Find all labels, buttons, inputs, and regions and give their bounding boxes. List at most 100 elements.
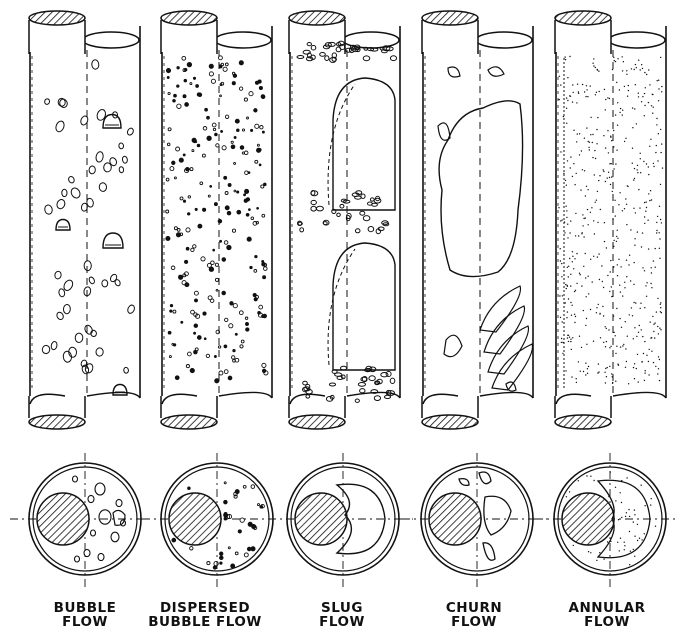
droplet	[656, 230, 657, 231]
section-dispersed-bubble	[214, 561, 218, 565]
droplet	[579, 273, 580, 274]
dispersed-bubble	[198, 224, 202, 228]
taylor-bubble-hidden-edge	[328, 84, 355, 205]
droplet	[588, 276, 589, 277]
droplet	[601, 265, 602, 266]
droplet	[646, 163, 647, 164]
section-droplet	[586, 475, 587, 476]
droplet	[638, 381, 639, 382]
droplet	[657, 326, 658, 327]
dispersed-bubble	[257, 148, 261, 152]
droplet	[622, 210, 623, 211]
churn-streak	[488, 326, 529, 374]
dispersed-bubble	[181, 321, 183, 323]
section-droplet	[633, 549, 634, 550]
section-droplet	[629, 531, 630, 532]
dispersed-bubble	[233, 349, 235, 351]
droplet	[590, 309, 591, 310]
rod-top-cap	[555, 11, 611, 25]
caption-line-1: SLUG	[282, 601, 402, 615]
dispersed-bubble	[234, 137, 236, 139]
dispersed-bubble	[188, 213, 190, 215]
droplet	[590, 85, 591, 86]
small-bubble	[323, 222, 327, 225]
droplet	[559, 99, 560, 100]
dispersed-bubble	[187, 62, 191, 66]
section-droplet	[637, 524, 638, 525]
inner-rod-section	[169, 493, 221, 545]
droplet	[606, 341, 607, 342]
droplet	[611, 163, 612, 164]
dispersed-bubble	[225, 192, 228, 195]
droplet	[560, 151, 561, 152]
droplet	[616, 241, 617, 242]
droplet	[626, 204, 627, 205]
dispersed-bubble	[262, 261, 264, 263]
droplet	[566, 317, 567, 318]
dispersed-bubble	[227, 211, 231, 215]
rod-top-cap	[422, 11, 478, 25]
droplet	[626, 70, 627, 71]
droplet	[617, 264, 618, 265]
dispersed-bubble	[202, 154, 205, 157]
section-droplet	[630, 551, 631, 552]
droplet	[645, 211, 646, 212]
droplet	[585, 363, 586, 364]
dispersed-bubble	[183, 200, 185, 202]
droplet	[646, 296, 647, 297]
section-dispersed-bubble	[188, 487, 191, 490]
dispersed-bubble	[228, 376, 232, 380]
droplet	[577, 84, 578, 85]
droplet	[585, 277, 586, 278]
dispersed-bubble	[169, 356, 171, 358]
section-droplet	[644, 533, 645, 534]
droplet	[576, 283, 577, 284]
droplet	[570, 302, 571, 303]
droplet	[620, 346, 621, 347]
droplet	[561, 338, 562, 339]
droplet	[567, 286, 568, 287]
dispersed-bubble	[192, 150, 194, 152]
droplet	[659, 248, 660, 249]
droplet	[614, 200, 615, 201]
section-bubble	[95, 483, 105, 495]
droplet	[568, 276, 569, 277]
droplet	[565, 206, 566, 207]
droplet	[605, 147, 606, 148]
droplet	[642, 96, 643, 97]
dispersed-bubble	[216, 289, 218, 291]
droplet	[656, 222, 657, 223]
droplet	[606, 328, 607, 329]
droplet	[581, 233, 582, 234]
caption-line-1: ANNULAR	[547, 601, 667, 615]
droplet	[606, 376, 607, 377]
droplet	[603, 135, 604, 136]
droplet	[626, 361, 627, 362]
droplet	[580, 274, 581, 275]
droplet	[588, 224, 589, 225]
droplet	[583, 266, 584, 267]
caption-bubble-flow: BUBBLE FLOW	[25, 601, 145, 629]
droplet	[590, 259, 591, 260]
section-droplet	[644, 505, 645, 506]
droplet	[615, 335, 616, 336]
section-droplet	[621, 480, 622, 481]
droplet	[656, 118, 657, 119]
droplet	[633, 208, 634, 209]
droplet	[626, 260, 627, 261]
droplet	[659, 258, 660, 259]
droplet	[582, 169, 583, 170]
cap-bubble	[113, 385, 127, 396]
dispersed-bubble	[224, 176, 227, 179]
bubble	[58, 98, 68, 109]
dispersed-bubble	[183, 154, 185, 156]
droplet	[622, 56, 623, 57]
droplet	[638, 96, 639, 97]
droplet	[620, 291, 621, 292]
droplet	[633, 179, 634, 180]
dispersed-bubble	[185, 260, 188, 263]
droplet	[662, 167, 663, 168]
droplet	[644, 105, 645, 106]
droplet	[642, 232, 643, 233]
bubble	[109, 157, 118, 167]
